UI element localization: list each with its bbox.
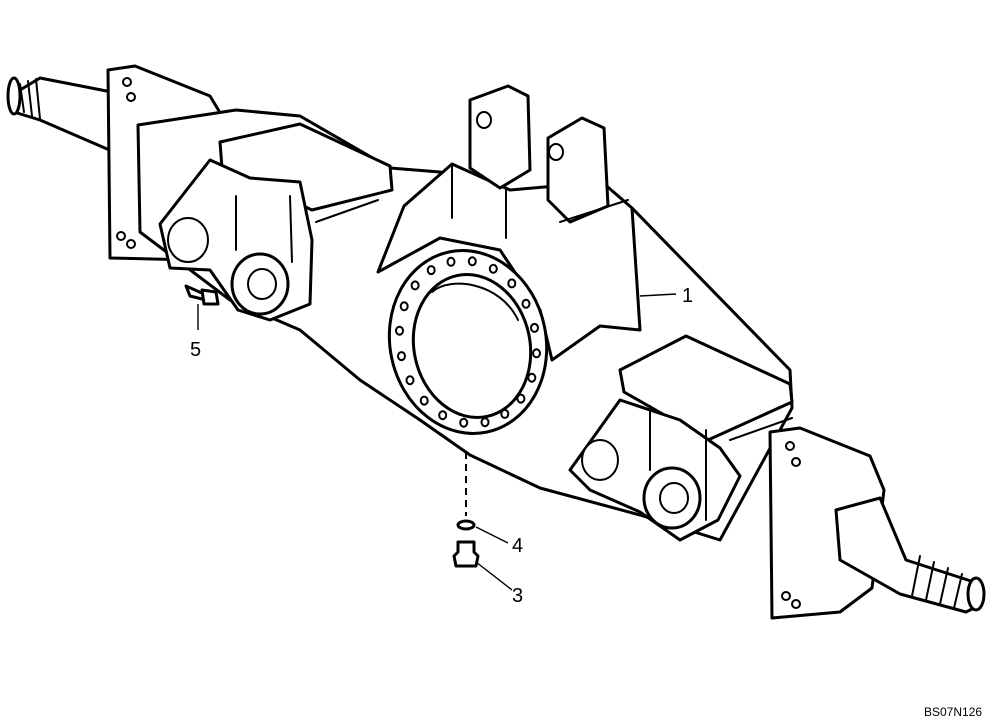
bolt-hole [405, 375, 415, 386]
bolt-hole [399, 301, 409, 312]
bolt-hole [500, 408, 510, 419]
washer [456, 519, 476, 531]
bolt-hole [527, 372, 537, 383]
right-spring-seat [568, 334, 794, 542]
right-axle-shaft [834, 496, 986, 614]
bolt-hole [467, 256, 477, 267]
bolt-hole [521, 298, 531, 309]
callout-1-leader [639, 293, 677, 297]
bolt-hole [397, 351, 406, 362]
bolt-circle [395, 256, 541, 428]
bolt-part [184, 284, 220, 306]
left-spring-seat [158, 122, 394, 322]
callout-3-leader [475, 561, 513, 591]
bolt-hole [419, 395, 429, 406]
callout-1: 1 [682, 285, 693, 307]
bolt-hole [532, 348, 541, 359]
bolt-hole [530, 322, 539, 333]
bolt-hole [488, 263, 498, 274]
bolt-hole [410, 280, 420, 291]
bolt-hole [516, 393, 526, 404]
callout-4: 4 [512, 535, 523, 557]
drain-plug [452, 540, 480, 568]
bolt-hole [507, 278, 517, 289]
drawing-code: BS07N126 [924, 705, 982, 719]
differential-bore [387, 249, 549, 435]
callout-5: 5 [190, 339, 201, 361]
bolt-hole [459, 417, 469, 428]
carrier-mounts [376, 84, 642, 362]
drain-plug-parts [452, 452, 480, 568]
bolt-hole [395, 325, 404, 336]
callout-3: 3 [512, 585, 523, 607]
bolt-hole [438, 410, 448, 421]
callout-4-leader [475, 526, 509, 544]
bolt-hole [446, 256, 456, 267]
bolt-hole [426, 265, 436, 276]
bolt-hole [480, 417, 490, 428]
